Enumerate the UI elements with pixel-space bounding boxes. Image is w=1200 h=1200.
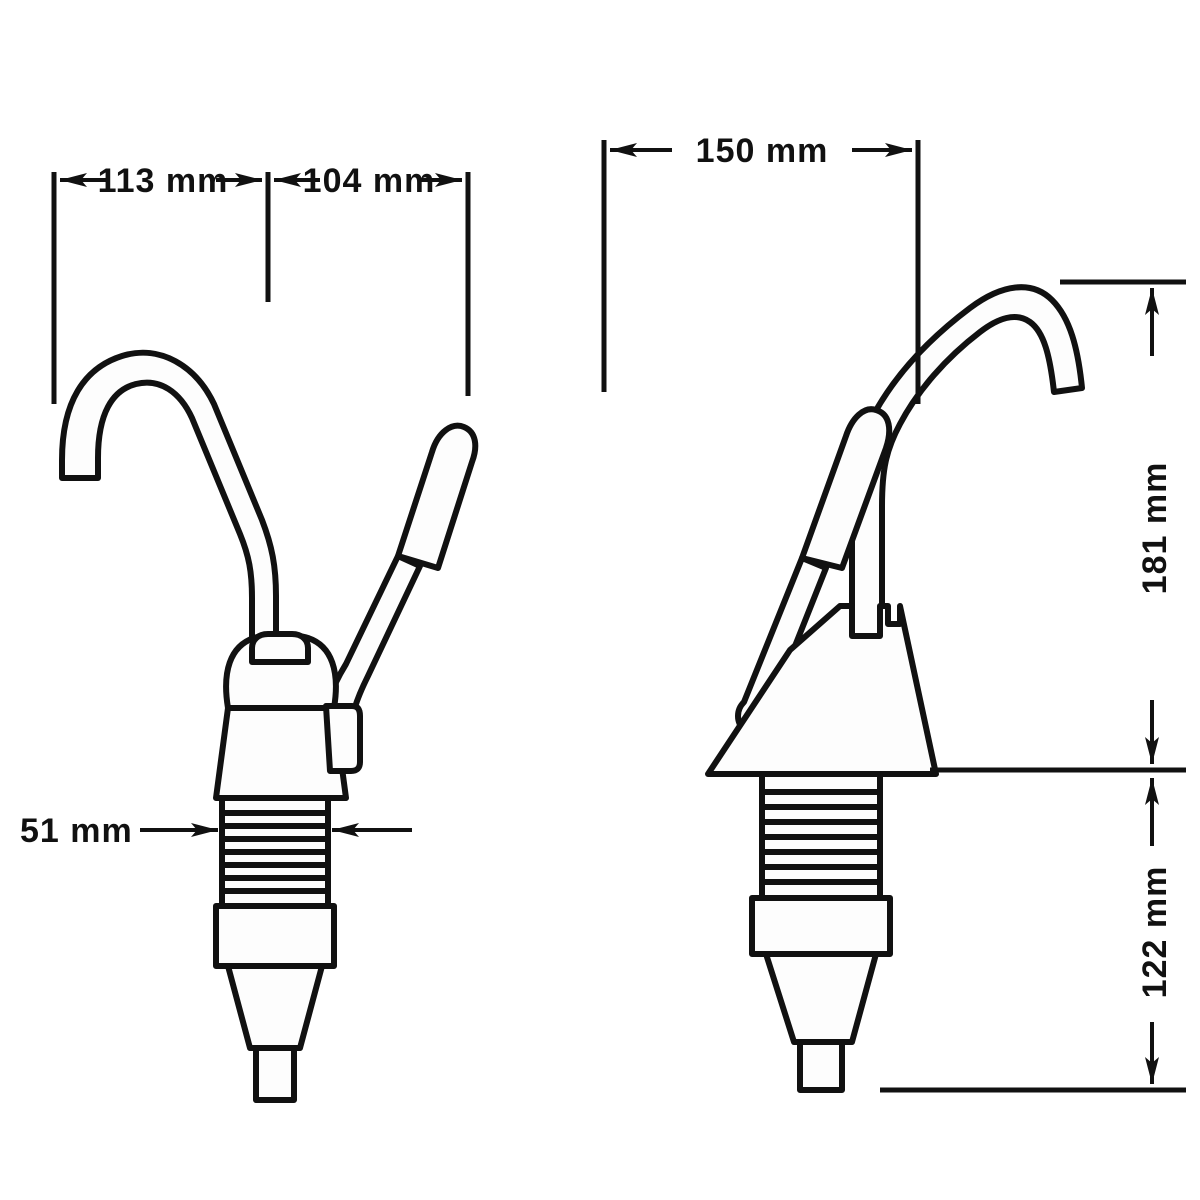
lock-nut-left (213, 903, 337, 969)
tail-cone-left (225, 963, 325, 1051)
neck-collar-left (249, 631, 311, 665)
thread-lines-left (224, 810, 326, 894)
tail-tube-right (797, 1039, 845, 1093)
tail-tube-left (253, 1045, 297, 1103)
dimension-label-150mm: 150 mm (696, 132, 829, 170)
lever-boss-left (323, 703, 363, 774)
dimension-label-122mm: 122 mm (1136, 866, 1174, 999)
dimension-113mm: 113 mm (51, 162, 271, 404)
dimension-label-113mm: 113 mm (98, 162, 229, 200)
spout-tube-left (59, 349, 279, 665)
dimension-label-181mm: 181 mm (1136, 462, 1174, 595)
spout-tube-right (849, 284, 1085, 639)
dimension-label-104mm: 104 mm (303, 162, 436, 200)
dimension-150mm: 150 mm (601, 132, 921, 404)
left-view-faucet (59, 349, 479, 1103)
body-skirt-left (213, 705, 349, 801)
right-view-faucet (705, 284, 1085, 1093)
lock-nut-right (749, 895, 893, 957)
dimension-104mm: 104 mm (274, 162, 471, 396)
dimension-122mm: 122 mm (880, 778, 1186, 1093)
lever-grip-right (799, 406, 893, 571)
tail-cone-right (763, 951, 879, 1045)
thread-lines-right (764, 789, 878, 885)
dimension-label-51mm: 51 mm (20, 812, 133, 850)
lever-grip-left (395, 422, 479, 571)
dimension-181mm: 181 mm (930, 279, 1186, 773)
body-skirt-right (705, 603, 939, 777)
dimension-51mm: 51 mm (20, 812, 412, 850)
